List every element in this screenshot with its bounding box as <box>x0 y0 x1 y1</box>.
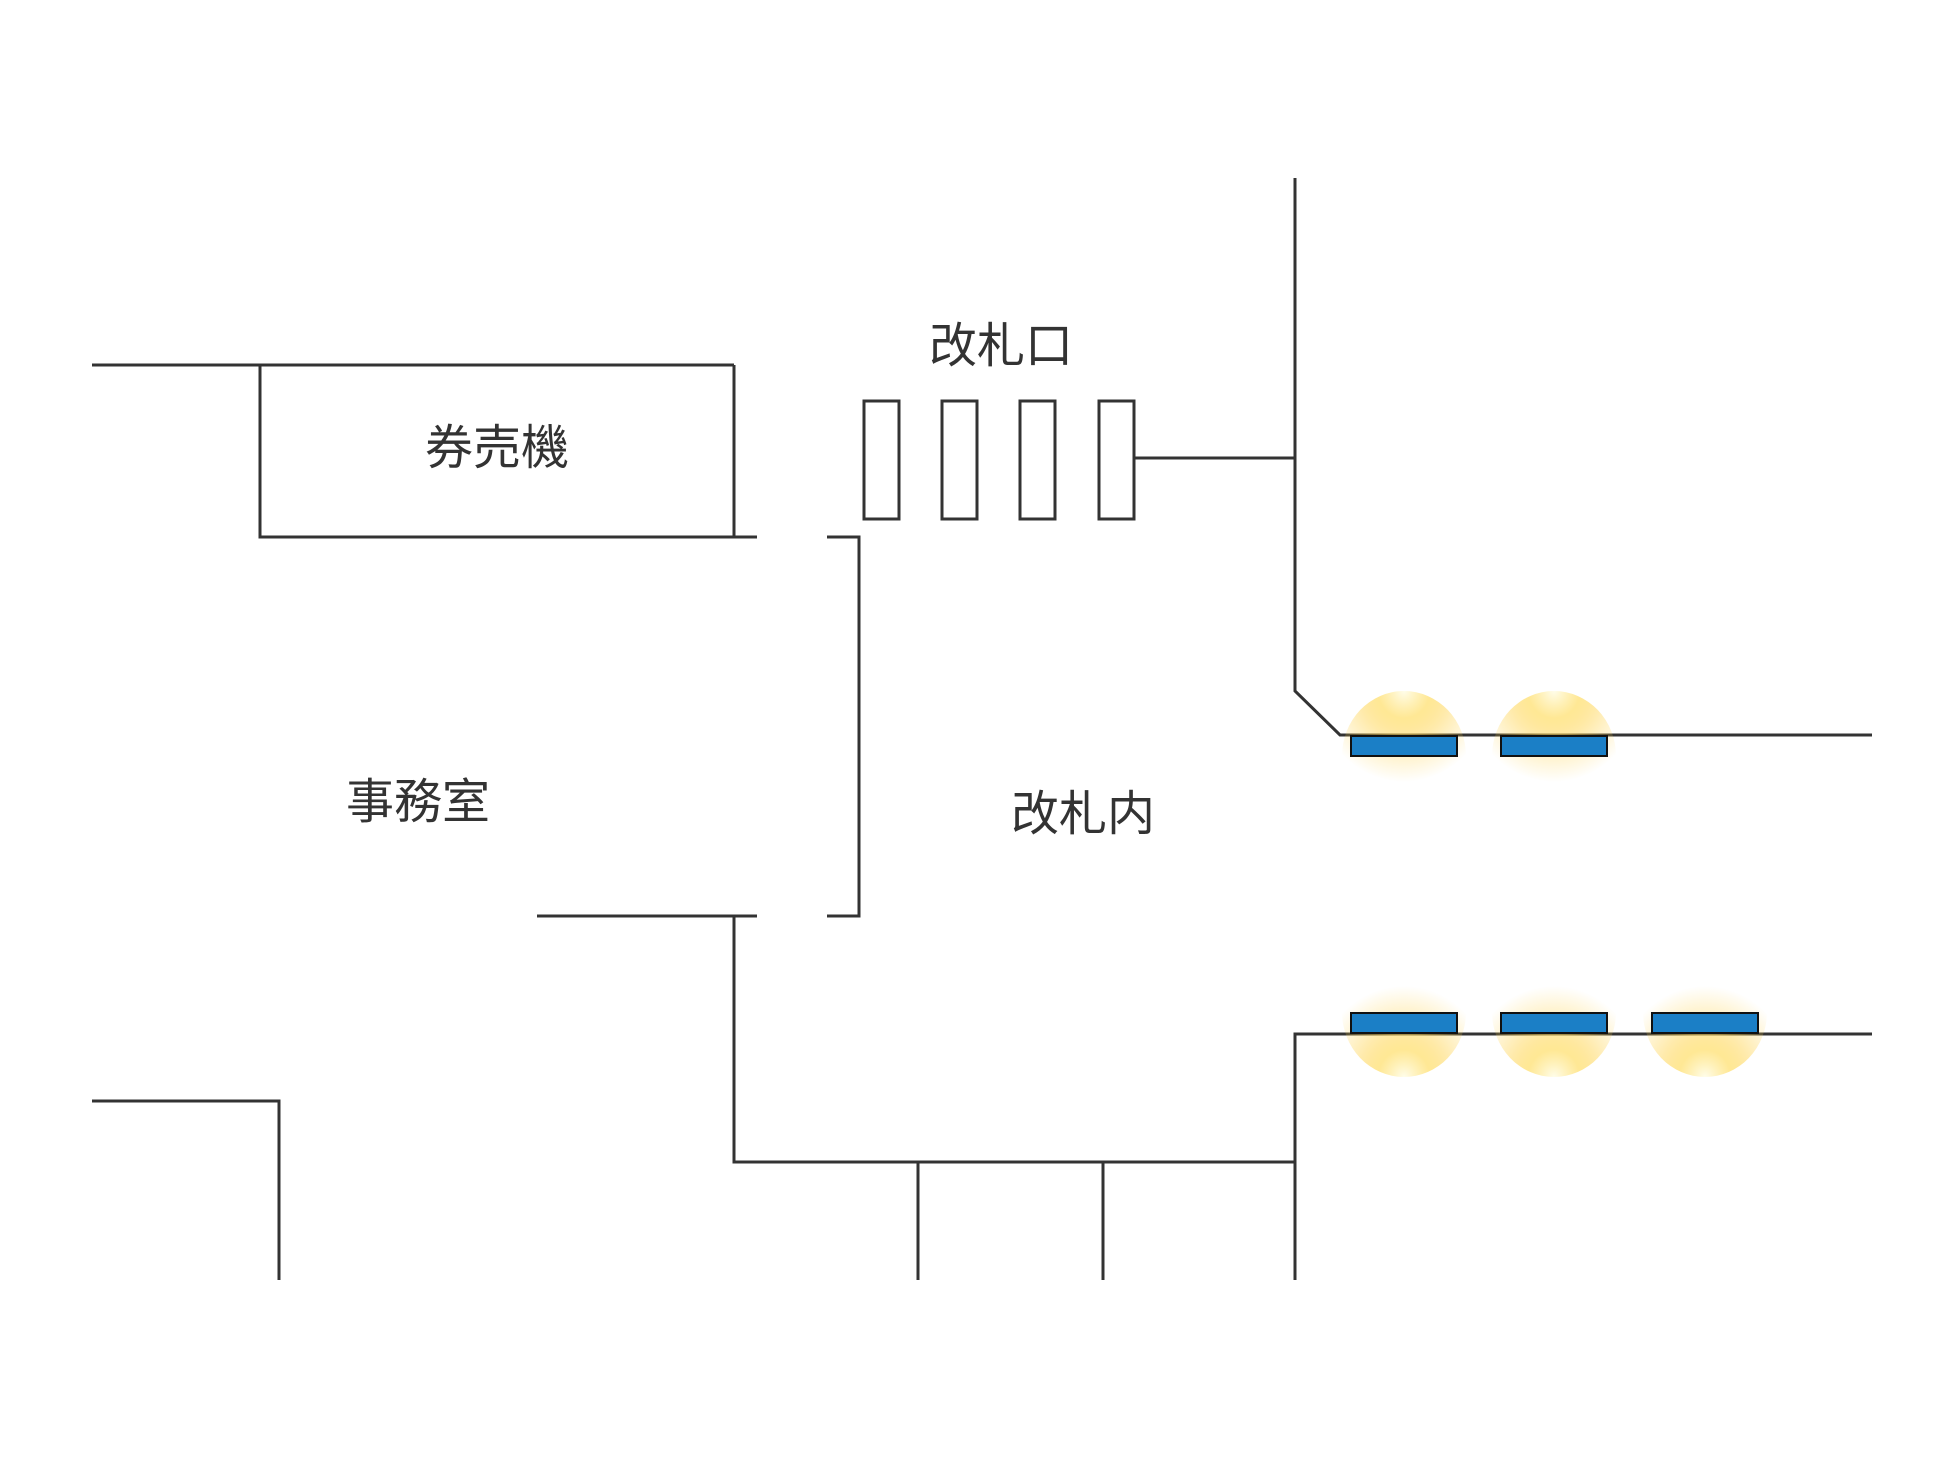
lower-door-row <box>1342 947 1767 1077</box>
ticket-machine-wall <box>92 363 737 539</box>
door-icon <box>1350 735 1458 757</box>
upper-door-row <box>1342 691 1616 821</box>
upper-corridor-wall <box>1293 178 1872 737</box>
lower-left-wall <box>92 1099 281 1280</box>
ticket-gate-icon <box>1018 399 1057 521</box>
inside-gates-label: 改札内 <box>1011 786 1155 842</box>
ticket-machine-label: 券売機 <box>425 420 569 476</box>
lower-walls <box>92 1099 1105 1280</box>
ticket-gate-icon <box>940 399 979 521</box>
office-partition-wall <box>827 535 861 918</box>
office-passage-wall <box>732 916 1295 1164</box>
ticket-gate-label: 改札口 <box>929 318 1073 374</box>
door-icon <box>1500 735 1608 757</box>
station-office-label: 事務室 <box>346 774 490 830</box>
door-icon <box>1651 1012 1759 1034</box>
ticket-gate-icon <box>862 399 901 521</box>
ticket-machine-area: 券売機 <box>92 363 757 539</box>
door-icon <box>1500 1012 1608 1034</box>
station-office-area: 事務室 <box>346 535 1295 1164</box>
ticket-gate-icon <box>1097 399 1136 521</box>
ticket-gate-area: 改札口 <box>862 318 1295 521</box>
door-icon <box>1350 1012 1458 1034</box>
